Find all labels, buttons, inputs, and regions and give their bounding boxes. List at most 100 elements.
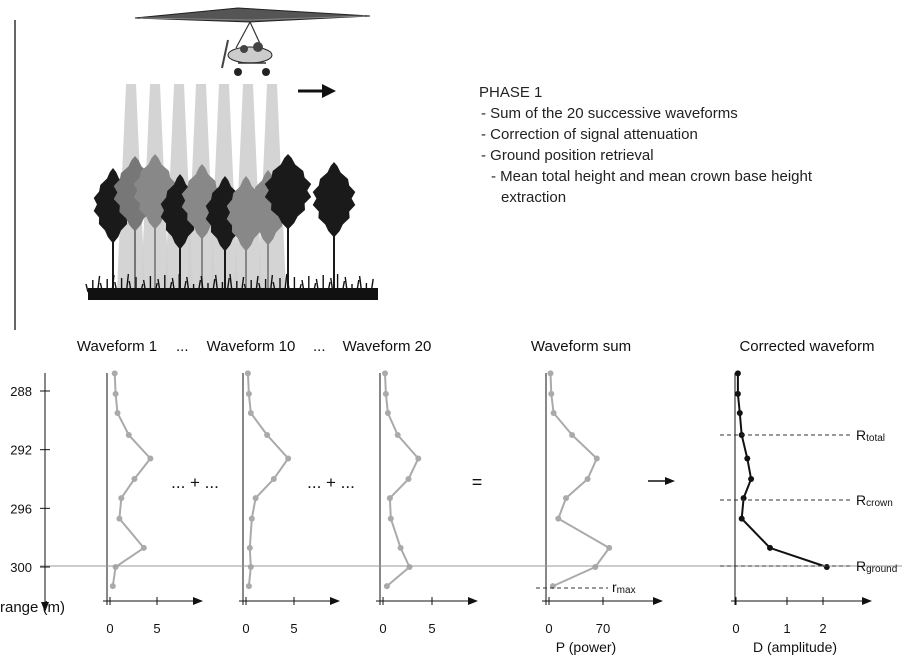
data-point bbox=[112, 390, 119, 397]
x-tick-label: 2 bbox=[819, 621, 826, 636]
title-ellipsis: ... bbox=[176, 338, 189, 355]
grass-blade bbox=[301, 279, 305, 293]
grass-blade bbox=[286, 280, 291, 293]
grass-blade bbox=[142, 279, 147, 293]
data-point bbox=[382, 390, 389, 397]
ground-vegetation bbox=[85, 273, 378, 300]
grass-blade bbox=[96, 275, 101, 293]
x-tick-label: 5 bbox=[153, 621, 160, 636]
grass-blade bbox=[186, 276, 190, 293]
title-ellipsis: ... bbox=[313, 338, 326, 355]
equals-separator: = bbox=[472, 472, 483, 492]
data-point bbox=[592, 564, 599, 570]
grass-blade bbox=[168, 281, 173, 293]
data-point bbox=[593, 455, 600, 462]
grass-blade bbox=[99, 282, 104, 293]
rground-label: Rground bbox=[856, 558, 897, 575]
x-tick-label: 0 bbox=[242, 621, 249, 636]
grass-blade bbox=[344, 276, 348, 293]
plus-separator: ... + ... bbox=[171, 473, 219, 492]
data-point bbox=[244, 370, 251, 377]
series-line bbox=[736, 373, 828, 568]
data-point bbox=[147, 455, 154, 462]
grass-blade bbox=[200, 275, 204, 293]
phase-item: - Mean total height and mean crown base … bbox=[491, 168, 813, 206]
data-point bbox=[736, 410, 743, 416]
data-point bbox=[547, 370, 554, 377]
data-point bbox=[140, 544, 147, 551]
grass-blade bbox=[111, 274, 115, 293]
data-point bbox=[387, 515, 394, 522]
data-point bbox=[563, 495, 569, 502]
grass-blade bbox=[85, 283, 89, 293]
x-axis-arrow bbox=[862, 597, 872, 605]
forest-trees bbox=[93, 154, 356, 298]
grass-blade bbox=[128, 280, 132, 293]
x-tick-label: 70 bbox=[596, 621, 610, 636]
grass-blade bbox=[157, 278, 161, 293]
data-point bbox=[247, 410, 254, 416]
data-point bbox=[246, 544, 253, 551]
grass-blade bbox=[315, 278, 320, 293]
grass-blade bbox=[197, 279, 202, 293]
data-point bbox=[111, 370, 118, 377]
y-tick-label: 300 bbox=[10, 560, 32, 575]
rtotal-label: Rtotal bbox=[856, 427, 885, 444]
grass-blade bbox=[341, 280, 346, 293]
data-point bbox=[285, 455, 292, 462]
data-point bbox=[382, 370, 388, 377]
data-point bbox=[738, 515, 745, 522]
grass-blade bbox=[114, 281, 118, 293]
y-tick-label: 296 bbox=[10, 501, 32, 516]
series-line bbox=[384, 373, 420, 587]
data-point bbox=[247, 564, 254, 570]
x-tick-label: 5 bbox=[428, 621, 435, 636]
x-tick-label: 5 bbox=[290, 621, 297, 636]
grass-blade bbox=[358, 275, 363, 293]
data-point bbox=[397, 544, 404, 551]
phase-item: - Sum of the 20 successive waveforms bbox=[481, 105, 738, 122]
x-axis-arrow bbox=[653, 597, 663, 605]
phase-title: PHASE 1 bbox=[479, 84, 543, 101]
data-point bbox=[245, 583, 252, 590]
grass-blade bbox=[370, 278, 374, 293]
grass-blade bbox=[312, 282, 317, 293]
y-axis-label: range (m) bbox=[0, 599, 65, 616]
data-point bbox=[569, 432, 576, 438]
plus-separator: ... + ... bbox=[307, 473, 355, 492]
data-point bbox=[245, 390, 252, 397]
data-point bbox=[116, 515, 123, 522]
panel-title: Waveform 10 bbox=[207, 338, 296, 355]
x-axis-arrow bbox=[193, 597, 203, 605]
data-point bbox=[384, 410, 391, 416]
series-line bbox=[246, 373, 290, 587]
data-point bbox=[823, 564, 830, 570]
data-point bbox=[270, 476, 277, 482]
data-point bbox=[405, 476, 412, 482]
grass-blade bbox=[140, 283, 144, 293]
data-point bbox=[114, 410, 121, 416]
data-point bbox=[112, 564, 119, 570]
data-point bbox=[383, 583, 390, 590]
x-tick-label: 0 bbox=[732, 621, 739, 636]
ultralight-aircraft-icon bbox=[134, 7, 371, 76]
data-point bbox=[394, 432, 401, 438]
grass-blade bbox=[125, 273, 130, 293]
grass-blade bbox=[330, 277, 334, 293]
process-arrow-head bbox=[665, 477, 675, 485]
panel-title: Waveform 20 bbox=[343, 338, 432, 355]
data-point bbox=[131, 476, 138, 482]
x-tick-label: 0 bbox=[106, 621, 113, 636]
data-point bbox=[109, 583, 116, 590]
grass-blade bbox=[212, 278, 216, 293]
grass-blade bbox=[154, 282, 158, 293]
data-point bbox=[415, 455, 422, 462]
grass-blade bbox=[226, 277, 230, 293]
grass-blade bbox=[214, 274, 219, 293]
panel-title: Waveform sum bbox=[531, 338, 631, 355]
x-axis-label: D (amplitude) bbox=[753, 639, 837, 655]
grass-blade bbox=[298, 283, 302, 293]
